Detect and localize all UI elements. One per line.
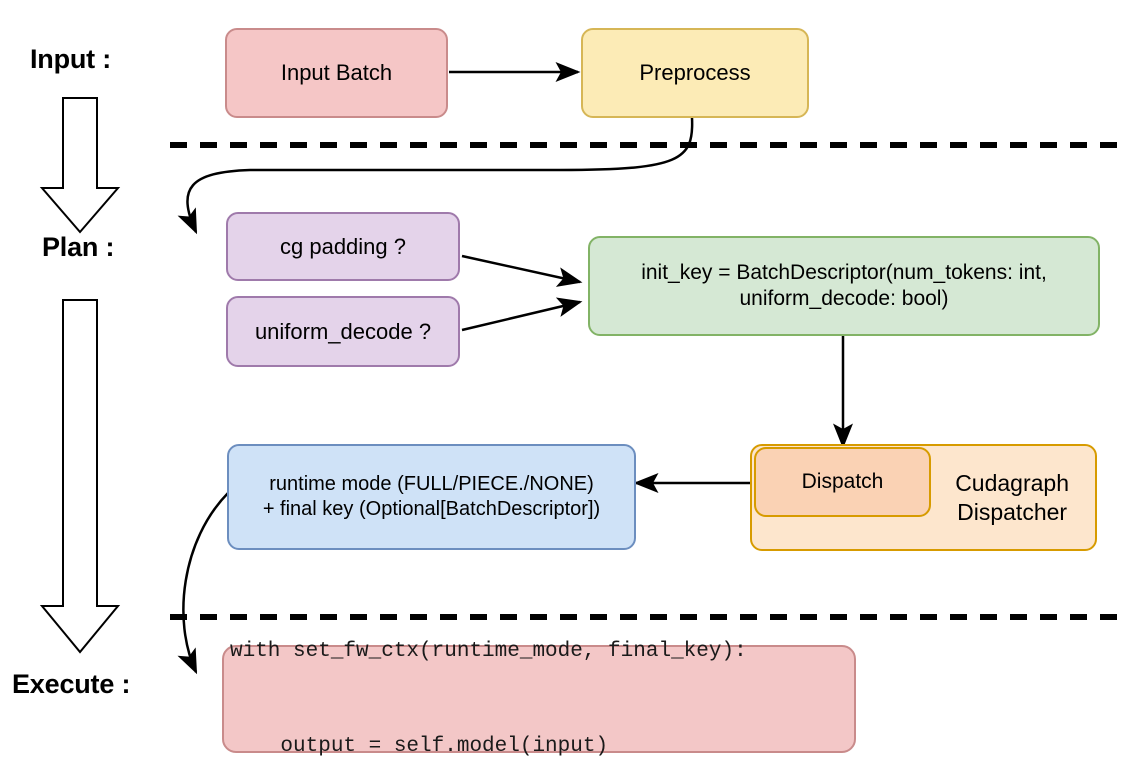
- edge-runtime-mode-to-execute-code: [177, 492, 229, 675]
- node-preprocess[interactable]: Preprocess: [581, 28, 809, 118]
- node-execute-code[interactable]: with set_fw_ctx(runtime_mode, final_key)…: [222, 640, 856, 758]
- node-input-batch[interactable]: Input Batch: [225, 28, 448, 118]
- node-runtime-mode-label: runtime mode (FULL/PIECE./NONE) + final …: [262, 473, 601, 520]
- edge-uniform-decode-to-batch-descriptor: [461, 297, 583, 332]
- node-preprocess-label: Preprocess: [639, 60, 751, 86]
- execute-code-text: with set_fw_ctx(runtime_mode, final_key)…: [224, 573, 747, 770]
- node-input-batch-label: Input Batch: [280, 60, 393, 86]
- node-batch-descriptor-label: init_key = BatchDescriptor(num_tokens: i…: [641, 260, 1047, 310]
- execute-code-line-1: with set_fw_ctx(runtime_mode, final_key)…: [230, 640, 747, 663]
- node-cg-padding[interactable]: cg padding ?: [226, 212, 460, 281]
- node-cg-padding-label: cg padding ?: [280, 233, 406, 259]
- node-dispatch-label: Dispatch: [801, 469, 884, 493]
- node-batch-descriptor[interactable]: init_key = BatchDescriptor(num_tokens: i…: [588, 236, 1100, 336]
- node-uniform-decode-label: uniform_decode ?: [254, 318, 432, 344]
- node-uniform-decode[interactable]: uniform_decode ?: [226, 296, 460, 367]
- stage-label-execute: Execute :: [12, 669, 131, 699]
- node-dispatch[interactable]: Dispatch: [754, 447, 931, 517]
- stage-arrow-plan-to-execute: [39, 299, 121, 654]
- stage-label-plan: Plan :: [42, 232, 115, 262]
- node-cudagraph-dispatcher-label: Cudagraph Dispatcher: [955, 469, 1069, 525]
- execute-code-line-2: output = self.model(input): [230, 734, 609, 758]
- edge-cg-padding-to-batch-descriptor: [461, 254, 583, 287]
- node-runtime-mode[interactable]: runtime mode (FULL/PIECE./NONE) + final …: [227, 444, 636, 550]
- stage-arrow-input-to-plan: [39, 97, 121, 234]
- stage-label-input: Input :: [30, 44, 112, 74]
